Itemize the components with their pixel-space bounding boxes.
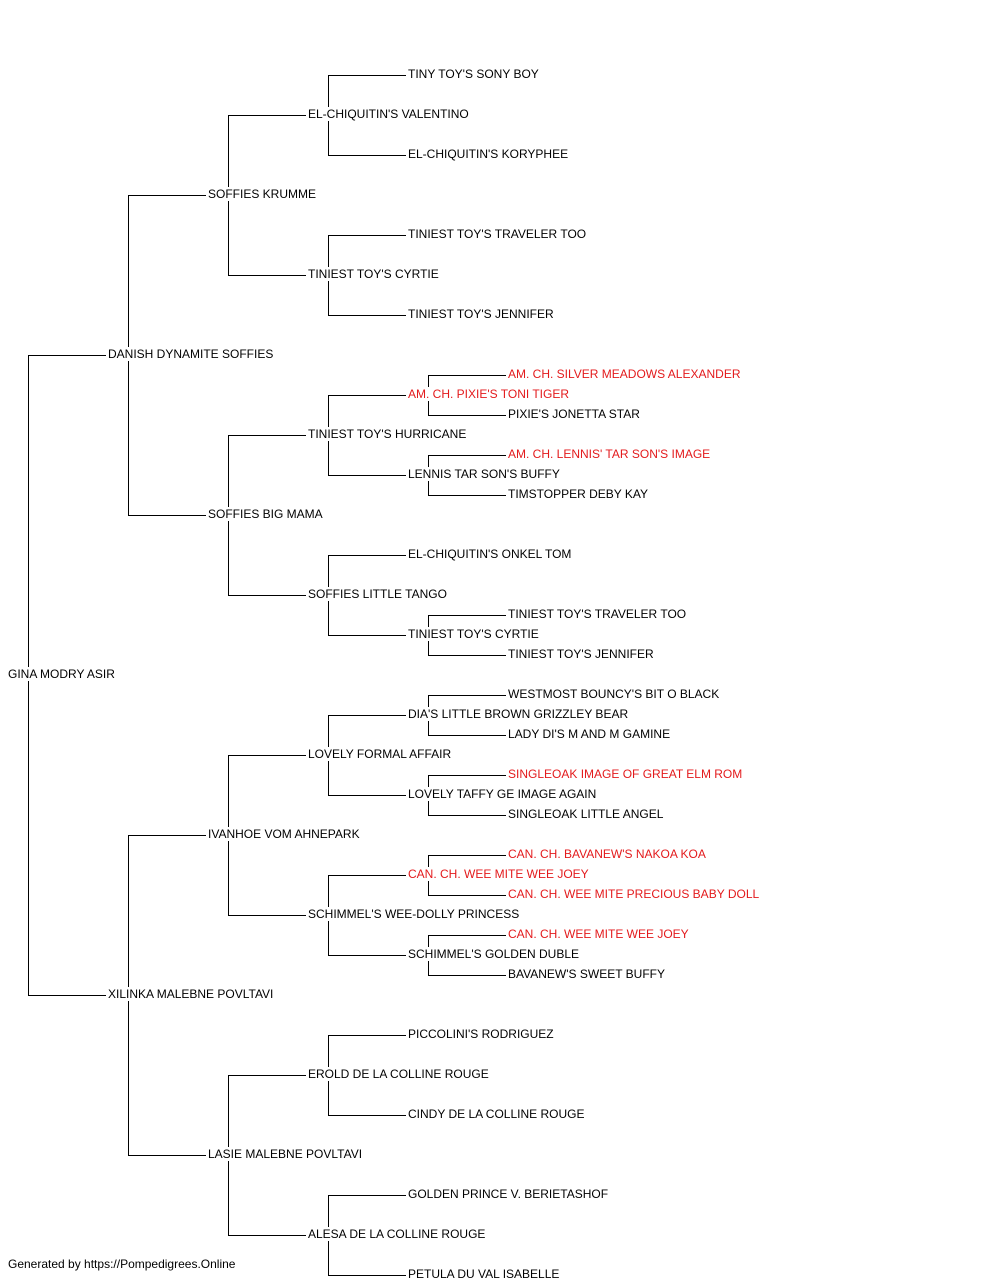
ancestor-name: EL-CHIQUITIN'S KORYPHEE xyxy=(407,147,570,161)
ancestor-name: GOLDEN PRINCE V. BERIETASHOF xyxy=(407,1187,610,1201)
connector-line xyxy=(228,275,306,276)
connector-line xyxy=(328,1275,406,1276)
connector-line xyxy=(228,595,306,596)
connector-line xyxy=(428,935,506,936)
ancestor-name: BAVANEW'S SWEET BUFFY xyxy=(507,967,666,981)
connector-line xyxy=(328,635,406,636)
connector-line xyxy=(328,1035,406,1036)
ancestor-name: TINIEST TOY'S CYRTIE xyxy=(407,627,540,641)
ancestor-name: CAN. CH. WEE MITE WEE JOEY xyxy=(507,927,690,941)
connector-line xyxy=(428,495,506,496)
connector-line xyxy=(128,1155,206,1156)
ancestor-name: EROLD DE LA COLLINE ROUGE xyxy=(307,1067,490,1081)
ancestor-name: TINIEST TOY'S TRAVELER TOO xyxy=(407,227,588,241)
connector-line xyxy=(428,735,506,736)
subject-name: GINA MODRY ASIR xyxy=(7,667,116,681)
connector-line xyxy=(28,995,106,996)
connector-line xyxy=(428,655,506,656)
connector-line xyxy=(328,475,406,476)
connector-line xyxy=(328,795,406,796)
connector-line xyxy=(328,155,406,156)
connector-line xyxy=(428,815,506,816)
ancestor-name: LOVELY TAFFY GE IMAGE AGAIN xyxy=(407,787,598,801)
ancestor-name: TINIEST TOY'S JENNIFER xyxy=(507,647,655,661)
ancestor-name: TIMSTOPPER DEBY KAY xyxy=(507,487,650,501)
connector-line xyxy=(428,415,506,416)
ancestor-name: XILINKA MALEBNE POVLTAVI xyxy=(107,987,275,1001)
ancestor-name: TINY TOY'S SONY BOY xyxy=(407,67,540,81)
connector-line xyxy=(328,395,406,396)
ancestor-name: SOFFIES KRUMME xyxy=(207,187,318,201)
ancestor-name: AM. CH. PIXIE'S TONI TIGER xyxy=(407,387,570,401)
connector-line xyxy=(428,855,506,856)
connector-line xyxy=(228,915,306,916)
ancestor-name: CINDY DE LA COLLINE ROUGE xyxy=(407,1107,586,1121)
ancestor-name: TINIEST TOY'S CYRTIE xyxy=(307,267,440,281)
connector-line xyxy=(328,235,406,236)
footer-credit: Generated by https://Pompedigrees.Online xyxy=(8,1257,236,1271)
ancestor-name: CAN. CH. WEE MITE WEE JOEY xyxy=(407,867,590,881)
connector-line xyxy=(328,1115,406,1116)
connector-line xyxy=(428,975,506,976)
ancestor-name: CAN. CH. BAVANEW'S NAKOA KOA xyxy=(507,847,707,861)
connector-line xyxy=(128,515,206,516)
ancestor-name: ALESA DE LA COLLINE ROUGE xyxy=(307,1227,487,1241)
connector-line xyxy=(228,1075,306,1076)
ancestor-name: SOFFIES BIG MAMA xyxy=(207,507,324,521)
ancestor-name: EL-CHIQUITIN'S VALENTINO xyxy=(307,107,470,121)
connector-line xyxy=(28,355,106,356)
connector-line xyxy=(128,195,206,196)
connector-line xyxy=(428,615,506,616)
connector-line xyxy=(228,1235,306,1236)
connector-line xyxy=(328,875,406,876)
ancestor-name: IVANHOE VOM AHNEPARK xyxy=(207,827,361,841)
ancestor-name: EL-CHIQUITIN'S ONKEL TOM xyxy=(407,547,573,561)
ancestor-name: LADY DI'S M AND M GAMINE xyxy=(507,727,672,741)
ancestor-name: DIA'S LITTLE BROWN GRIZZLEY BEAR xyxy=(407,707,630,721)
ancestor-name: TINIEST TOY'S JENNIFER xyxy=(407,307,555,321)
connector-line xyxy=(428,775,506,776)
ancestor-name: PIXIE'S JONETTA STAR xyxy=(507,407,641,421)
connector-line xyxy=(328,1195,406,1196)
ancestor-name: LOVELY FORMAL AFFAIR xyxy=(307,747,453,761)
connector-line xyxy=(328,955,406,956)
ancestor-name: TINIEST TOY'S TRAVELER TOO xyxy=(507,607,688,621)
ancestor-name: PETULA DU VAL ISABELLE xyxy=(407,1267,561,1281)
ancestor-name: SCHIMMEL'S GOLDEN DUBLE xyxy=(407,947,580,961)
connector-line xyxy=(428,375,506,376)
connector-line xyxy=(328,75,406,76)
ancestor-name: AM. CH. SILVER MEADOWS ALEXANDER xyxy=(507,367,742,381)
connector-line xyxy=(428,695,506,696)
ancestor-name: TINIEST TOY'S HURRICANE xyxy=(307,427,468,441)
connector-line xyxy=(228,435,306,436)
ancestor-name: CAN. CH. WEE MITE PRECIOUS BABY DOLL xyxy=(507,887,761,901)
connector-line xyxy=(428,455,506,456)
connector-line xyxy=(228,115,306,116)
connector-line xyxy=(328,555,406,556)
connector-line xyxy=(128,835,206,836)
connector-line xyxy=(328,315,406,316)
ancestor-name: SCHIMMEL'S WEE-DOLLY PRINCESS xyxy=(307,907,521,921)
ancestor-name: AM. CH. LENNIS' TAR SON'S IMAGE xyxy=(507,447,712,461)
ancestor-name: LENNIS TAR SON'S BUFFY xyxy=(407,467,561,481)
connector-line xyxy=(328,715,406,716)
ancestor-name: PICCOLINI'S RODRIGUEZ xyxy=(407,1027,555,1041)
ancestor-name: WESTMOST BOUNCY'S BIT O BLACK xyxy=(507,687,721,701)
ancestor-name: SINGLEOAK LITTLE ANGEL xyxy=(507,807,665,821)
ancestor-name: SOFFIES LITTLE TANGO xyxy=(307,587,448,601)
ancestor-name: LASIE MALEBNE POVLTAVI xyxy=(207,1147,364,1161)
connector-line xyxy=(228,755,306,756)
connector-line xyxy=(428,895,506,896)
ancestor-name: SINGLEOAK IMAGE OF GREAT ELM ROM xyxy=(507,767,744,781)
ancestor-name: DANISH DYNAMITE SOFFIES xyxy=(107,347,275,361)
